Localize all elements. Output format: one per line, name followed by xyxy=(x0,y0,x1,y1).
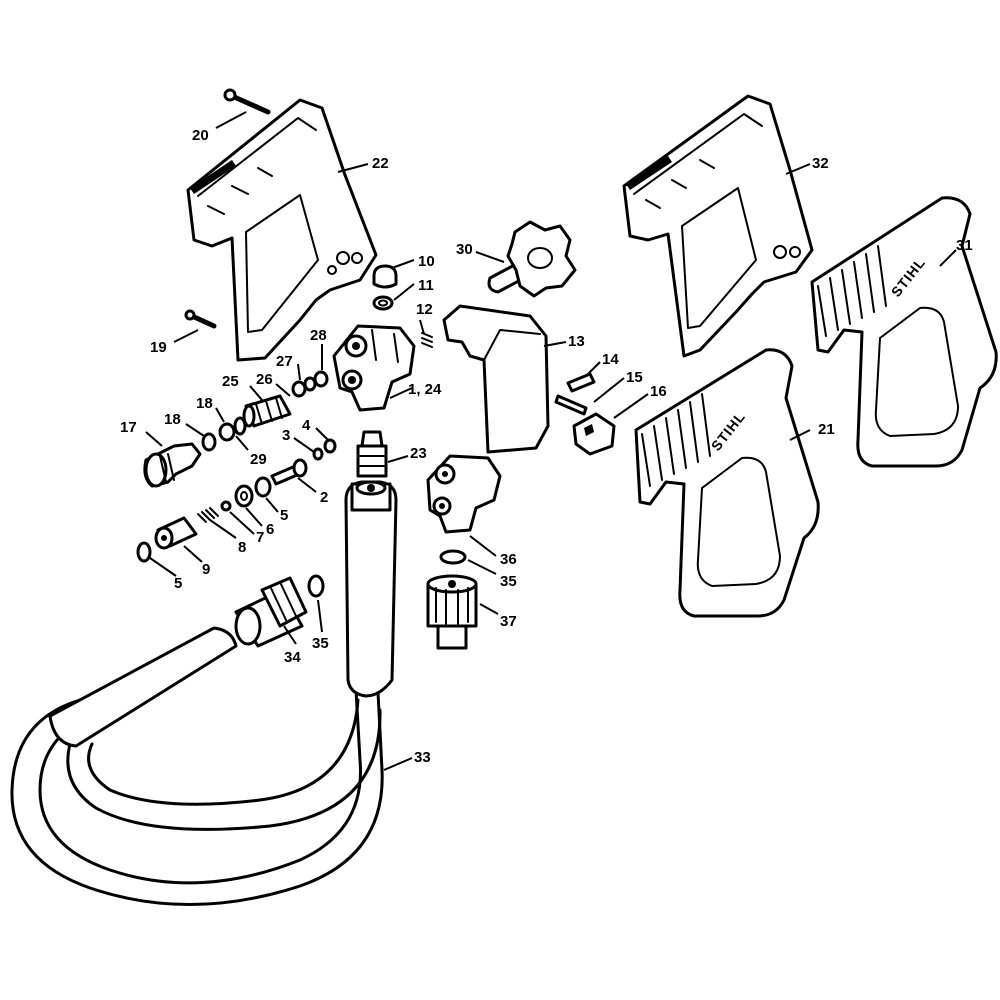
callout-15: 15 xyxy=(626,369,643,386)
part-12-spring xyxy=(421,332,433,348)
callout-32: 32 xyxy=(812,155,829,172)
callout-35a: 35 xyxy=(500,573,517,590)
callout-18b: 18 xyxy=(164,411,181,428)
part-18-ring-b xyxy=(218,422,236,442)
callout-7: 7 xyxy=(256,529,264,546)
part-15-pin xyxy=(554,394,588,416)
callout-20: 20 xyxy=(192,127,209,144)
callout-5b: 5 xyxy=(174,575,182,592)
part-34-coupling xyxy=(234,576,308,648)
callout-23: 23 xyxy=(410,445,427,462)
part-23-nipple xyxy=(356,430,388,478)
part-25-valve xyxy=(242,394,292,428)
part-16-block xyxy=(572,412,616,456)
callout-11: 11 xyxy=(418,277,434,294)
part-33-hose xyxy=(10,480,398,906)
callout-5a: 5 xyxy=(280,507,288,524)
callout-29: 29 xyxy=(250,451,267,468)
part-6-washer xyxy=(234,484,254,508)
part-5-ring-a xyxy=(254,476,272,498)
part-3-ring xyxy=(312,447,324,461)
callout-4: 4 xyxy=(302,417,311,434)
part-30-knob xyxy=(487,220,577,298)
callout-18a: 18 xyxy=(196,395,213,412)
callout-2: 2 xyxy=(320,489,328,506)
part-22-handle-half xyxy=(186,98,378,362)
part-14-pin xyxy=(566,372,596,393)
callout-19: 19 xyxy=(150,339,167,356)
callout-28: 28 xyxy=(310,327,327,344)
part-19-screw xyxy=(184,309,217,329)
callout-17: 17 xyxy=(120,419,137,436)
callout-21: 21 xyxy=(818,421,835,438)
part-17-fitting xyxy=(143,442,202,488)
part-36-valve-body xyxy=(426,454,502,534)
callout-31: 31 xyxy=(956,237,973,254)
part-11-washer xyxy=(372,295,394,311)
part-7-ball xyxy=(220,500,232,512)
callout-25: 25 xyxy=(222,373,239,390)
callout-labels: 20 22 19 10 11 12 30 32 31 28 27 26 25 1… xyxy=(120,127,973,766)
part-35-ring-b xyxy=(307,574,325,598)
part-27-ring xyxy=(291,376,317,398)
part-35-ring-a xyxy=(439,549,467,565)
callout-6: 6 xyxy=(266,521,274,538)
part-1-24-valve-body xyxy=(332,324,416,412)
callout-3: 3 xyxy=(282,427,290,444)
part-20-screw xyxy=(223,88,271,115)
callout-26: 26 xyxy=(256,371,273,388)
callout-14: 14 xyxy=(602,351,619,368)
leader-lines xyxy=(145,111,957,771)
part-37-coupling xyxy=(426,574,478,650)
part-4-ring xyxy=(323,438,337,454)
callout-8: 8 xyxy=(238,539,246,556)
callout-10: 10 xyxy=(418,253,435,270)
part-8-spring xyxy=(197,507,219,523)
part-13-trigger xyxy=(442,304,550,454)
callout-33: 33 xyxy=(414,749,431,766)
part-28-ring xyxy=(313,370,329,388)
callout-27: 27 xyxy=(276,353,293,370)
callout-22: 22 xyxy=(372,155,389,172)
callout-16: 16 xyxy=(650,383,667,400)
part-10-cap xyxy=(372,264,398,289)
callout-9: 9 xyxy=(202,561,210,578)
part-32-handle-half xyxy=(622,94,814,358)
callout-30: 30 xyxy=(456,241,473,258)
part-31-handle: STIHL xyxy=(810,196,998,468)
callout-35b: 35 xyxy=(312,635,329,652)
callout-37: 37 xyxy=(500,613,517,630)
callout-12: 12 xyxy=(416,301,433,318)
part-9-nozzle xyxy=(154,516,198,550)
part-18-ring-a xyxy=(201,432,217,452)
callout-36: 36 xyxy=(500,551,517,568)
part-5-ring-b xyxy=(136,541,152,563)
part-21-handle: STIHL xyxy=(634,348,820,618)
callout-34: 34 xyxy=(284,649,301,666)
part-29-washer xyxy=(233,416,247,436)
part-2-pin xyxy=(270,458,308,486)
callout-1-24: 1, 24 xyxy=(408,381,442,398)
callout-13: 13 xyxy=(568,333,585,350)
